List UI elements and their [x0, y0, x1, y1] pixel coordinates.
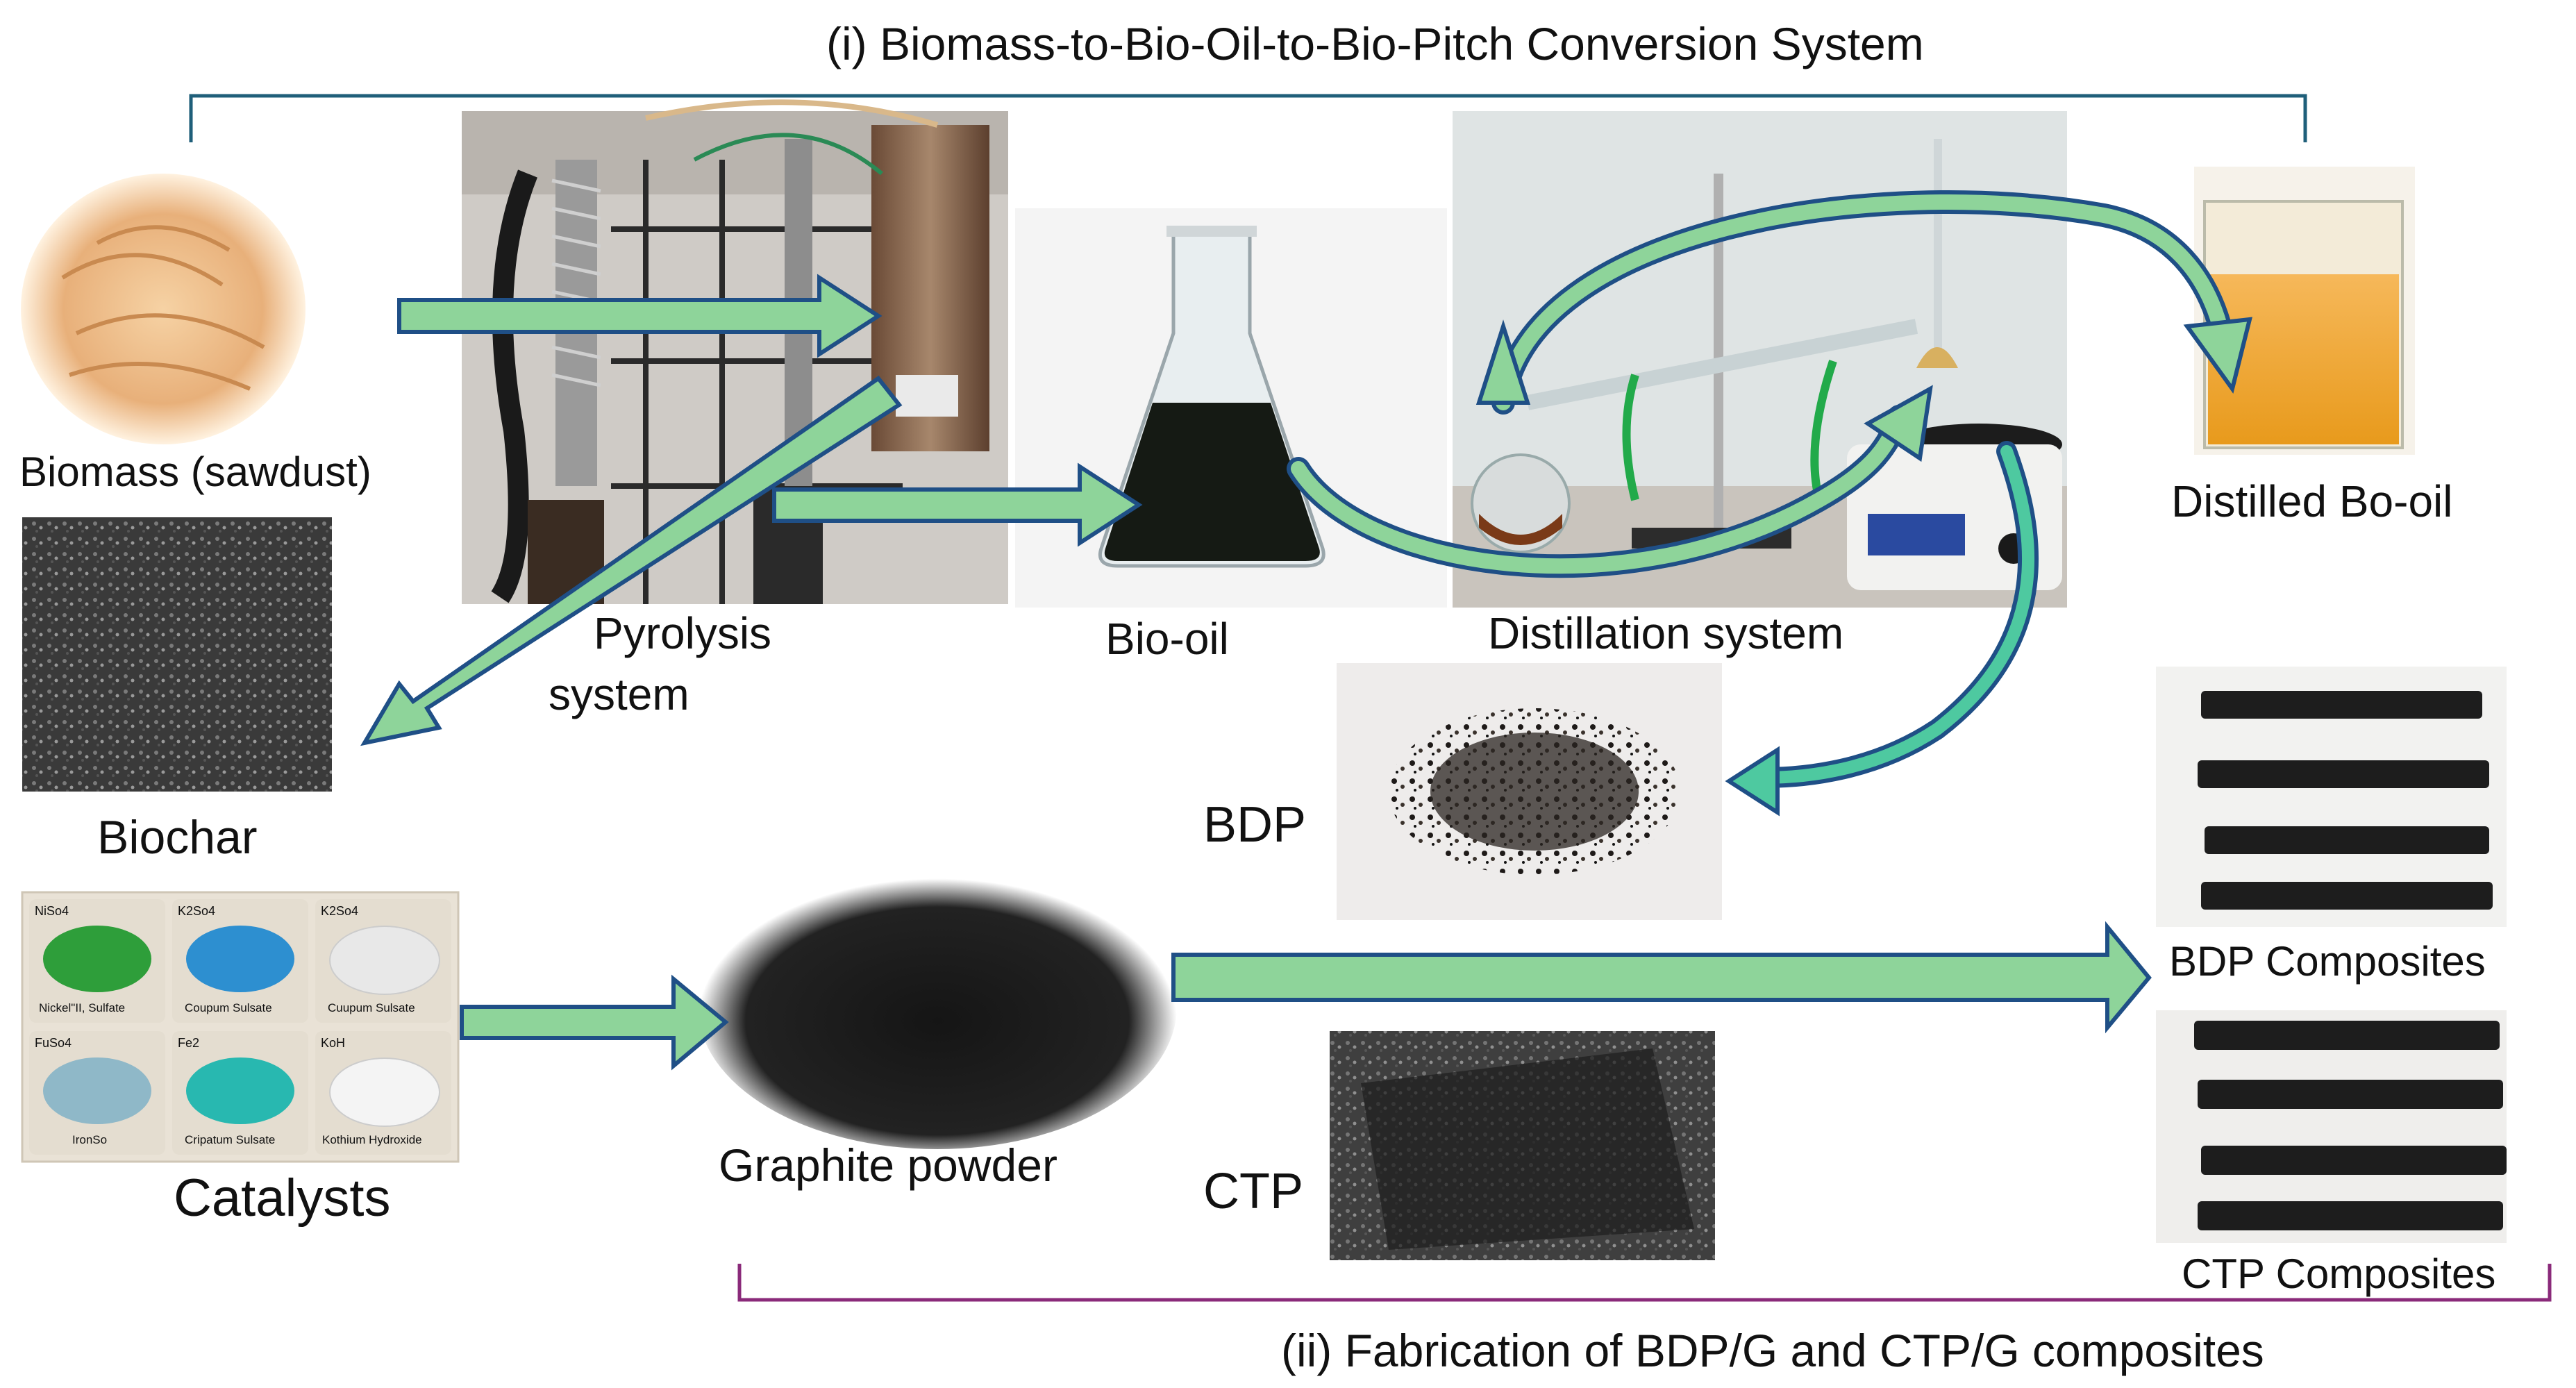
- top-section-bracket: [189, 94, 2307, 142]
- bio-oil-flask-photo: [1015, 208, 1447, 608]
- catalyst-dish: [186, 926, 294, 992]
- catalyst-dish: [43, 926, 151, 992]
- catalyst-name: Nickel"II, Sulfate: [39, 1001, 126, 1014]
- arrow-graphite-to-composites: [1171, 921, 2152, 1034]
- biomass-label: Biomass (sawdust): [19, 449, 371, 495]
- catalyst-name: Cripatum Sulsate: [185, 1133, 276, 1146]
- distilled-bio-oil-label: Distilled Bo-oil: [2171, 476, 2453, 526]
- catalyst-name: Cuupum Sulsate: [328, 1001, 415, 1014]
- catalyst-tile: K2So4 Coupum Sulsate: [172, 899, 308, 1023]
- catalyst-tile: KoH Kothium Hydroxide: [315, 1031, 451, 1155]
- arrow-bio-oil-to-distillation: [1287, 385, 1933, 578]
- bdp-composites-label: BDP Composites: [2169, 938, 2486, 985]
- catalyst-formula: K2So4: [178, 904, 216, 918]
- bottom-section-title: (ii) Fabrication of BDP/G and CTP/G comp…: [1281, 1325, 2264, 1376]
- catalyst-tile: FuSo4 IronSo: [29, 1031, 165, 1155]
- catalyst-dish: [329, 1057, 440, 1127]
- catalyst-tile: K2So4 Cuupum Sulsate: [315, 899, 451, 1023]
- bottom-section-bracket: [737, 1264, 2552, 1302]
- arrow-biomass-to-pyrolysis: [397, 274, 883, 358]
- catalyst-grid: NiSo4 Nickel"II, Sulfate K2So4 Coupum Su…: [29, 899, 451, 1155]
- ctp-photo: [1330, 1031, 1715, 1260]
- catalyst-formula: K2So4: [321, 904, 359, 918]
- biomass-photo: [21, 174, 306, 444]
- arrow-distillation-loop: [1475, 190, 2252, 415]
- catalyst-formula: Fe2: [178, 1036, 200, 1050]
- graphite-powder-photo: [698, 864, 1177, 1149]
- ctp-composites-label: CTP Composites: [2182, 1251, 2496, 1297]
- arrow-catalysts-to-graphite: [460, 974, 729, 1071]
- bdp-photo: [1337, 663, 1722, 920]
- catalyst-dish: [43, 1057, 151, 1124]
- arrow-pyrolysis-to-biochar: [360, 375, 903, 746]
- arrow-pyrolysis-to-bio-oil: [772, 462, 1143, 547]
- biochar-photo: [22, 517, 332, 792]
- catalyst-name: Coupum Sulsate: [185, 1001, 272, 1014]
- pyrolysis-label-line1: Pyrolysis: [594, 608, 772, 658]
- catalyst-formula: FuSo4: [35, 1036, 72, 1050]
- catalyst-formula: KoH: [321, 1036, 346, 1050]
- catalyst-dish: [186, 1057, 294, 1124]
- catalyst-tile: NiSo4 Nickel"II, Sulfate: [29, 899, 165, 1023]
- distillation-system-label: Distillation system: [1488, 608, 1844, 658]
- catalysts-label: Catalysts: [174, 1169, 391, 1228]
- top-section-title: (i) Biomass-to-Bio-Oil-to-Bio-Pitch Conv…: [826, 18, 1924, 69]
- catalyst-dish: [329, 926, 440, 995]
- graphite-powder-label: Graphite powder: [719, 1139, 1057, 1191]
- bdp-composites-photo: [2156, 667, 2507, 927]
- ctp-composites-photo: [2156, 1010, 2507, 1243]
- bdp-label: BDP: [1203, 797, 1307, 853]
- catalyst-tile: Fe2 Cripatum Sulsate: [172, 1031, 308, 1155]
- pyrolysis-system-photo: [462, 99, 1008, 604]
- arrow-distillation-to-bdp: [1725, 441, 2039, 817]
- catalyst-name: Kothium Hydroxide: [322, 1133, 422, 1146]
- bio-oil-label: Bio-oil: [1105, 614, 1229, 664]
- pyrolysis-label-line2: system: [549, 669, 689, 719]
- catalyst-formula: NiSo4: [35, 904, 69, 918]
- biochar-label: Biochar: [97, 811, 258, 864]
- catalyst-name: IronSo: [72, 1133, 108, 1146]
- ctp-label: CTP: [1203, 1164, 1303, 1219]
